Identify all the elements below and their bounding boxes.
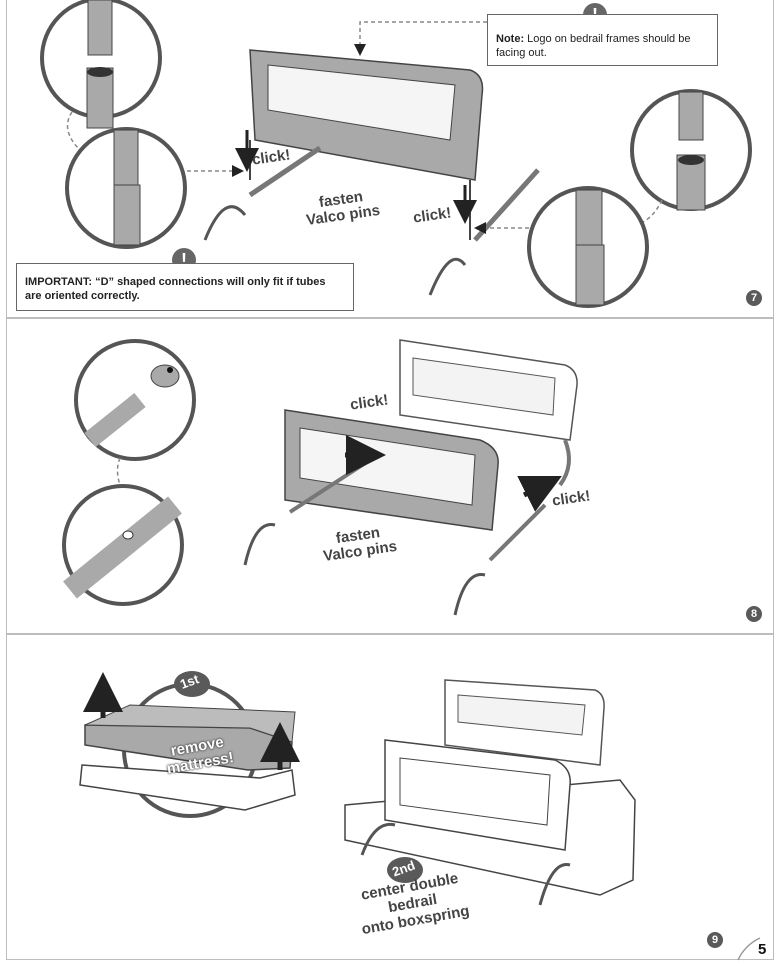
second-badge	[387, 857, 423, 883]
detail-circle-tube-top-right	[630, 89, 752, 211]
step-number: 7	[746, 290, 762, 306]
page-number: 5	[758, 941, 767, 958]
step-number: 8	[746, 606, 762, 622]
first-badge	[174, 671, 210, 697]
note-logo-box: Note: Logo on bedrail frames should be f…	[487, 14, 718, 66]
mattress-removal-illustration	[79, 682, 296, 818]
note-text: Logo on bedrail frames should be facing …	[496, 33, 691, 59]
step-number: 9	[707, 932, 723, 948]
important-text: IMPORTANT: “D” shaped connections will o…	[25, 276, 326, 302]
double-bedrail-step-8	[243, 339, 578, 616]
detail-circle-tube-top-left	[40, 0, 162, 129]
bedrail-frame-step-7	[203, 49, 540, 296]
double-bedrail-on-boxspring	[344, 679, 636, 906]
detail-circle-pin-joined	[62, 484, 184, 606]
detail-circle-tube-joint-left	[65, 127, 187, 249]
detail-circle-tube-joint-right	[527, 186, 649, 308]
note-label: Note:	[496, 33, 525, 45]
important-note-box: IMPORTANT: “D” shaped connections will o…	[16, 263, 354, 311]
detail-circle-pin-top	[74, 339, 196, 461]
